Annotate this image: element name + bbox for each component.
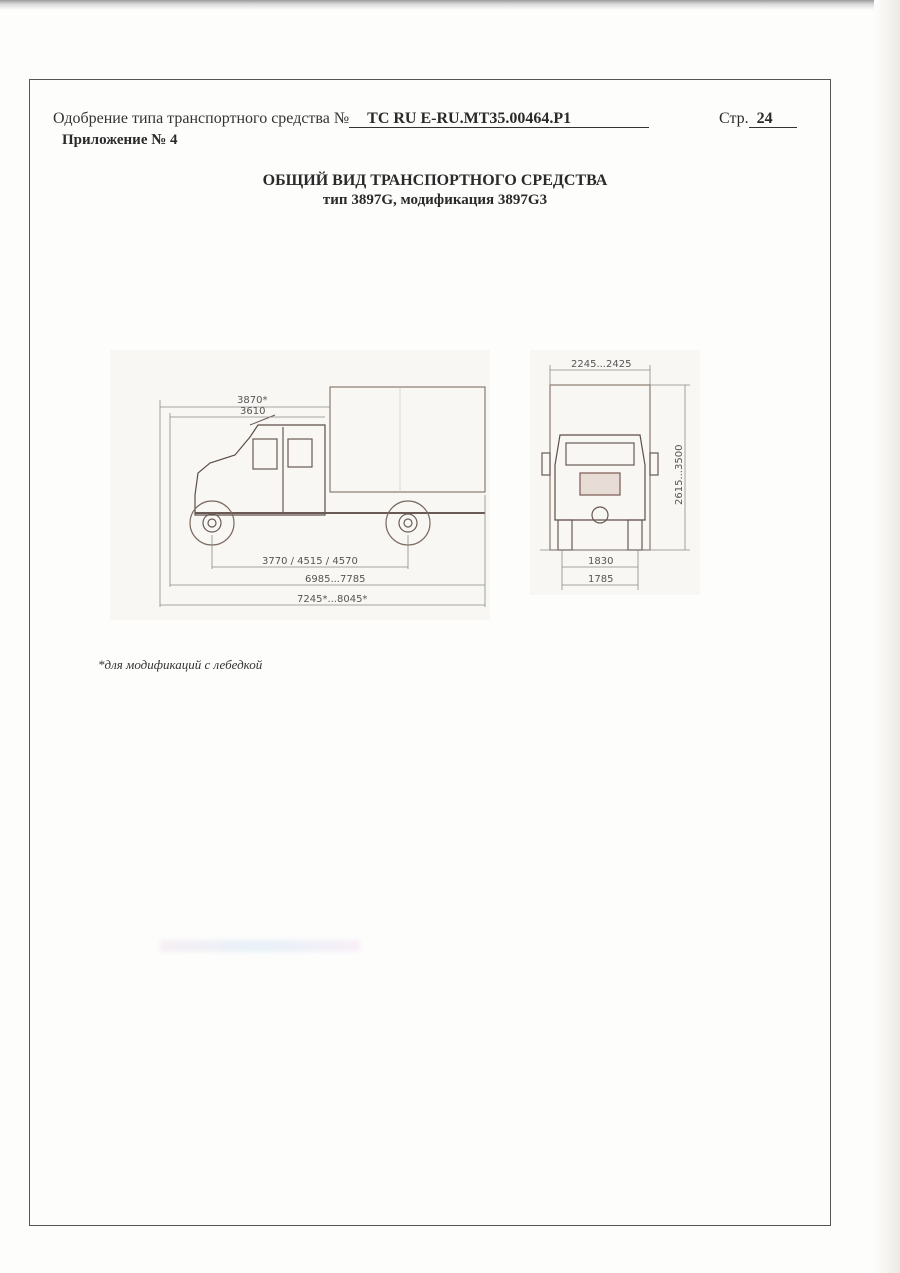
dim-track-2: 1785 xyxy=(588,574,613,585)
page-number: 24 xyxy=(748,110,797,128)
front-view-drawing xyxy=(540,365,690,590)
footnote: *для модификаций с лебедкой xyxy=(98,657,263,672)
dim-track: 1830 xyxy=(588,556,613,567)
scan-artifact xyxy=(160,940,360,952)
dim-wheelbase: 3770 / 4515 / 4570 xyxy=(262,556,358,567)
side-view-drawing xyxy=(159,386,486,607)
scan-edge-right xyxy=(874,0,900,1273)
scan-edge-top xyxy=(0,0,900,10)
page-label: Стр. xyxy=(719,110,749,127)
dim-3870: 3870* xyxy=(237,395,267,406)
approval-label: Одобрение типа транспортного средства № xyxy=(53,110,350,127)
document-subtitle: тип 3897G, модификация 3897G3 xyxy=(322,192,548,208)
page-number-block: Стр.24 xyxy=(719,110,797,128)
dim-length-winch: 7245*...8045* xyxy=(297,594,367,605)
appendix-label: Приложение № 4 xyxy=(62,132,178,148)
page-frame xyxy=(29,79,831,1226)
dim-3610: 3610 xyxy=(240,406,265,417)
vehicle-drawing: 3870* 3610 3770 / 4515 / 4570 6985...778… xyxy=(100,345,740,630)
document-title: ОБЩИЙ ВИД ТРАНСПОРТНОГО СРЕДСТВА xyxy=(262,172,608,189)
approval-number: ТС RU E-RU.MT35.00464.P1 xyxy=(349,110,650,128)
dim-width: 2245...2425 xyxy=(571,359,631,370)
dim-height: 2615...3500 xyxy=(674,445,685,505)
dim-length: 6985...7785 xyxy=(305,574,365,585)
